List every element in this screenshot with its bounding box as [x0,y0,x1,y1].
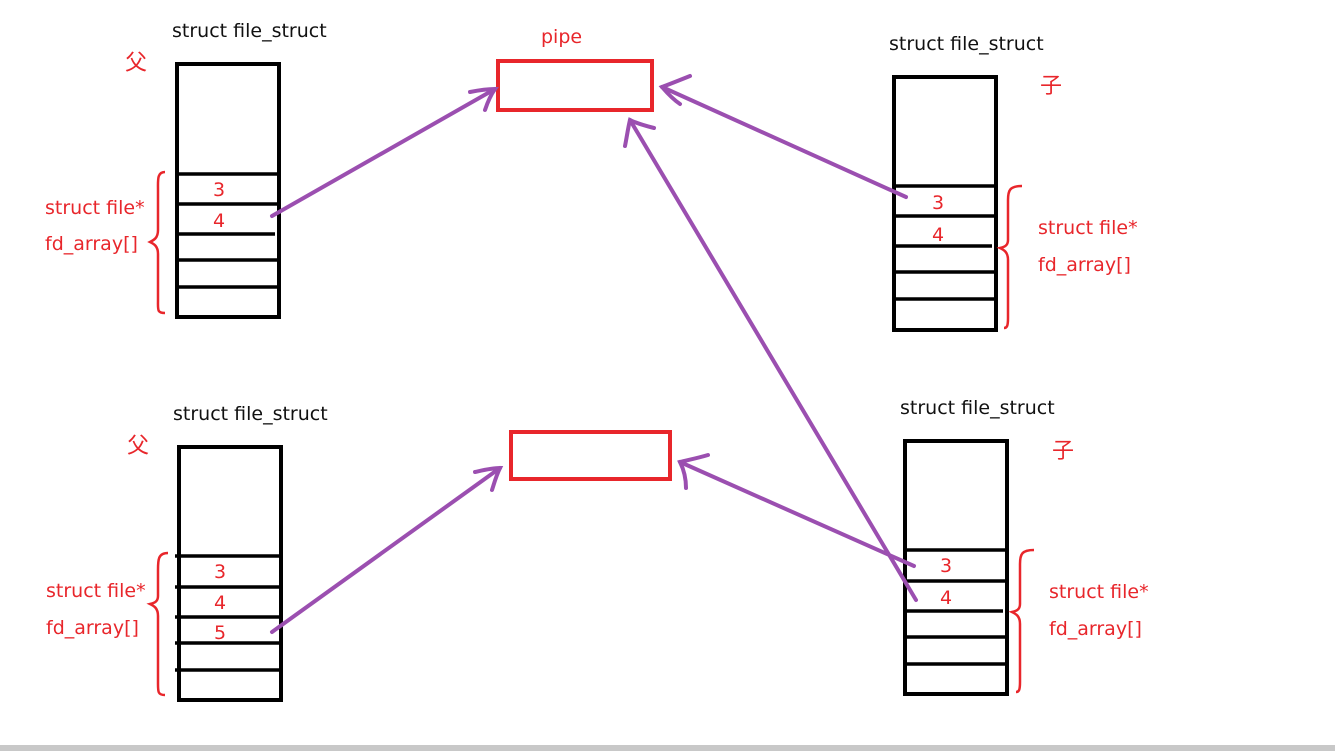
fd-slot-label: 3 [940,555,952,577]
arrowhead [473,465,504,492]
fd-slot-label: 4 [213,210,225,232]
fd-array-brace [146,551,169,697]
field-name-label: fd_array[] [1038,254,1131,276]
top-parent-role-label: 父 [125,51,147,76]
bottom-parent-table [177,445,283,702]
field-type-label: struct file* [46,580,146,602]
fd-arrows [270,74,918,634]
field-name-label: fd_array[] [45,233,138,255]
arrow-bottom-parent-to-pipe [270,466,502,634]
top-parent-table [175,62,281,319]
top-child-table [892,75,998,332]
bottom-child-role-label: 子 [1052,439,1074,464]
window-bottom-edge [0,745,1335,751]
arrowhead [677,453,710,490]
arrow-top-parent-to-pipe [270,87,497,218]
arrow-top-child-to-pipe [660,85,908,199]
bottom-parent-role-label: 父 [127,434,149,459]
pipe-buffer-box [509,430,672,481]
arrowhead [623,117,656,148]
arrow-bottom-child-to-pipe [678,460,916,568]
field-name-label: fd_array[] [1049,618,1142,640]
bottom-child-table [903,439,1009,696]
field-type-label: struct file* [45,197,145,219]
fd-array-brace [147,170,166,315]
top-parent-title: struct file_struct [172,20,327,42]
arrowhead [658,74,692,106]
bottom-child-panel: struct file_struct 子 3 4 struct file* fd… [900,397,1149,696]
pipe-buffer-box [496,59,654,112]
fd-array-brace [996,184,1023,330]
fd-slot-label: 3 [214,561,226,583]
bottom-parent-title: struct file_struct [173,403,328,425]
fd-slot-label: 4 [214,592,226,614]
field-type-label: struct file* [1038,217,1138,239]
fd-slot-label: 3 [213,179,225,201]
bottom-parent-panel: struct file_struct 父 3 4 5 struct file* … [46,403,328,702]
top-child-panel: struct file_struct 子 3 4 struct file* fd… [889,33,1138,332]
pipe-label: pipe [541,26,582,48]
top-parent-panel: struct file_struct 父 3 4 struct file* fd… [45,20,327,319]
fd-slot-label: 4 [940,587,952,609]
arrowhead [468,86,499,112]
fd-slot-label: 3 [932,192,944,214]
field-name-label: fd_array[] [46,617,139,639]
top-child-title: struct file_struct [889,33,1044,55]
fd-slot-label: 4 [932,224,944,246]
bottom-pipe [509,430,672,481]
field-type-label: struct file* [1049,581,1149,603]
top-child-role-label: 子 [1040,74,1062,99]
bottom-child-title: struct file_struct [900,397,1055,419]
fd-slot-label: 5 [214,622,226,644]
fd-array-brace [1008,548,1035,694]
arrow-bottom-child-to-top-pipe [628,118,918,602]
top-pipe: pipe [496,26,654,112]
